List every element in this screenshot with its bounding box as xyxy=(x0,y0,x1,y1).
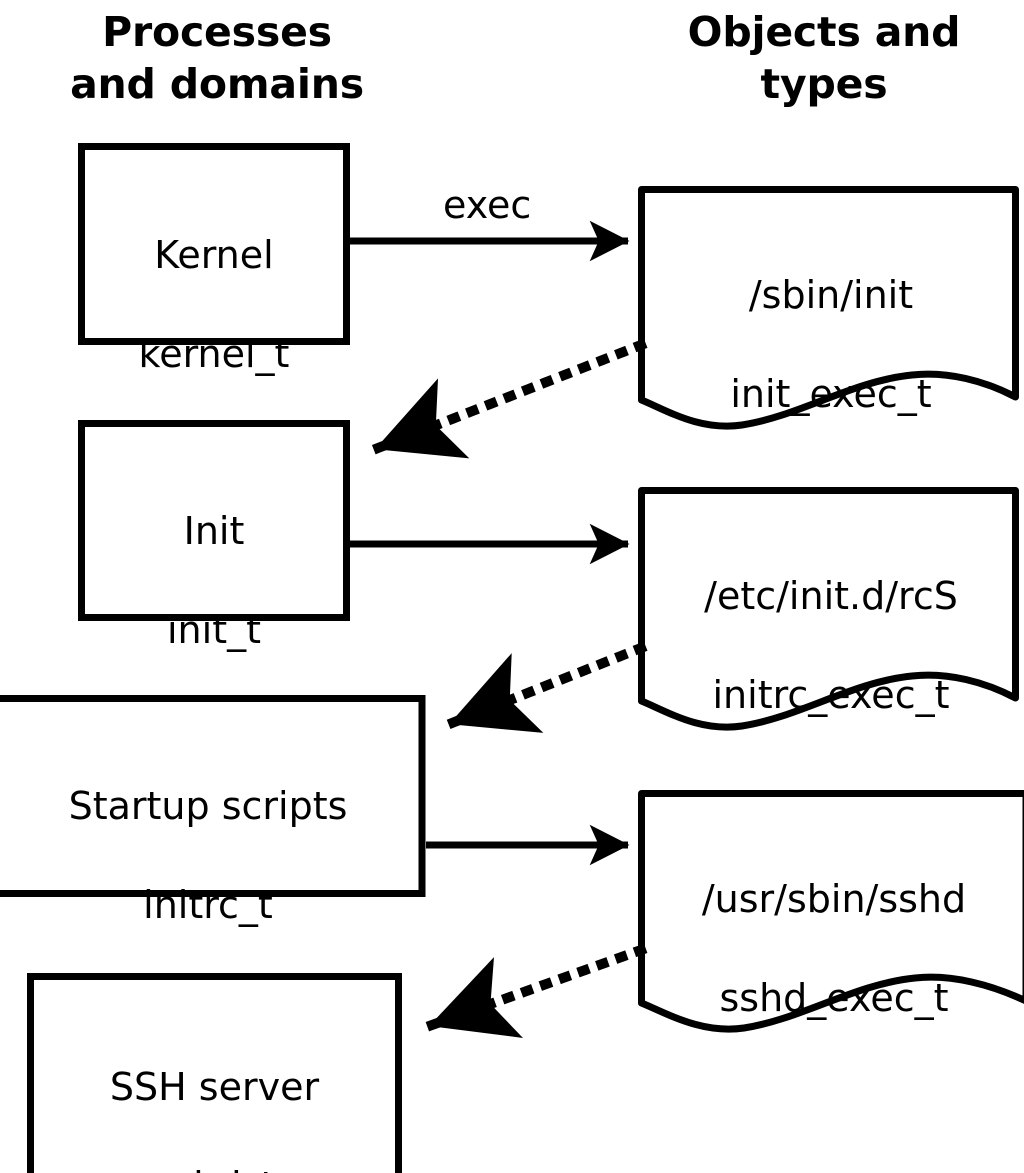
process-box-init[interactable] xyxy=(78,420,350,621)
edge-init-exec-transition xyxy=(371,338,648,459)
process-box-kernel[interactable] xyxy=(78,143,350,345)
edge-sshd-transition xyxy=(425,943,648,1038)
column-header-processes-and-domains: Processes and domains xyxy=(70,8,364,109)
process-box-ssh-server[interactable] xyxy=(27,973,402,1173)
object-doc-sbin-init[interactable] xyxy=(638,186,1019,430)
object-doc-usr-sbin-sshd[interactable] xyxy=(638,790,1024,1033)
process-box-startup-scripts[interactable] xyxy=(0,695,426,897)
column-header-objects-and-types: Objects and types xyxy=(687,8,961,109)
object-doc-initd-rcs[interactable] xyxy=(638,487,1019,731)
edge-label-exec: exec xyxy=(443,183,532,227)
edge-initrc-transition xyxy=(445,641,648,733)
